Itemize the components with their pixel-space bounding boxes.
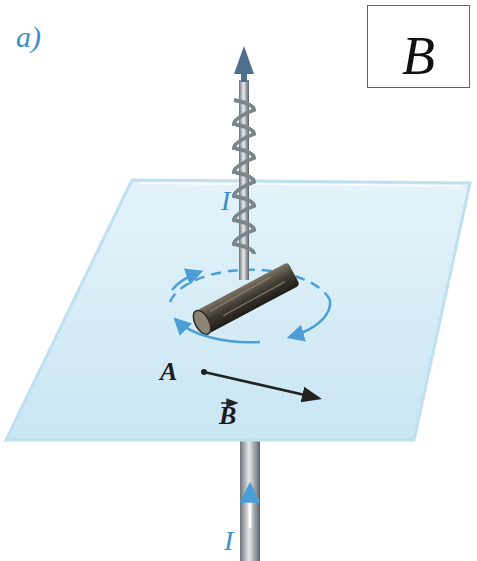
screw-thread [234,100,254,254]
direction-arrow [234,46,254,74]
current-label: I [221,186,230,217]
field-line [176,320,260,342]
current-label: I [224,526,233,557]
field-vector [204,372,318,398]
vector-symbol: B [402,25,435,87]
field-line [172,272,200,290]
screw-handle [190,262,300,337]
point-label: A [160,358,177,387]
current-arrow [249,486,252,528]
vector-box: B [367,5,470,88]
panel-letter: a) [16,20,41,53]
wire [240,438,260,561]
vector-label: B [219,402,236,431]
field-line [290,300,330,337]
screw-shaft [239,80,249,280]
